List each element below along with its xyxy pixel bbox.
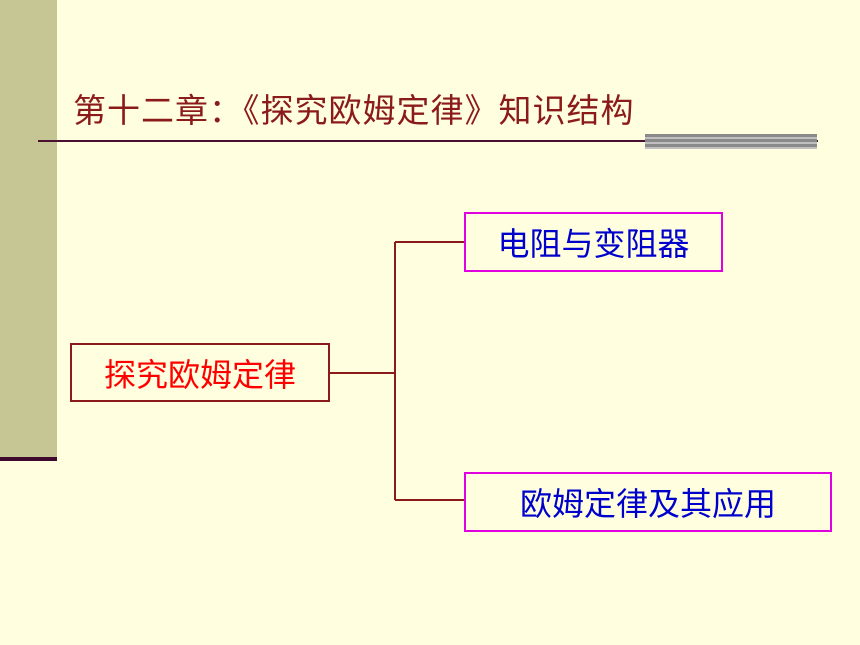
root-node: 探究欧姆定律 [70,343,330,402]
title-underline [38,140,818,142]
child-node-label: 欧姆定律及其应用 [519,485,776,523]
side-band-rule [0,457,57,461]
child-node-label: 电阻与变阻器 [497,225,690,263]
slide-title: 第十二章：《探究欧姆定律》知识结构 [73,91,635,130]
child-node-ohms-law: 欧姆定律及其应用 [464,472,832,532]
title-accent-bar [645,134,817,149]
child-node-resistance: 电阻与变阻器 [464,212,723,272]
root-node-label: 探究欧姆定律 [103,355,296,394]
side-band [0,0,57,457]
